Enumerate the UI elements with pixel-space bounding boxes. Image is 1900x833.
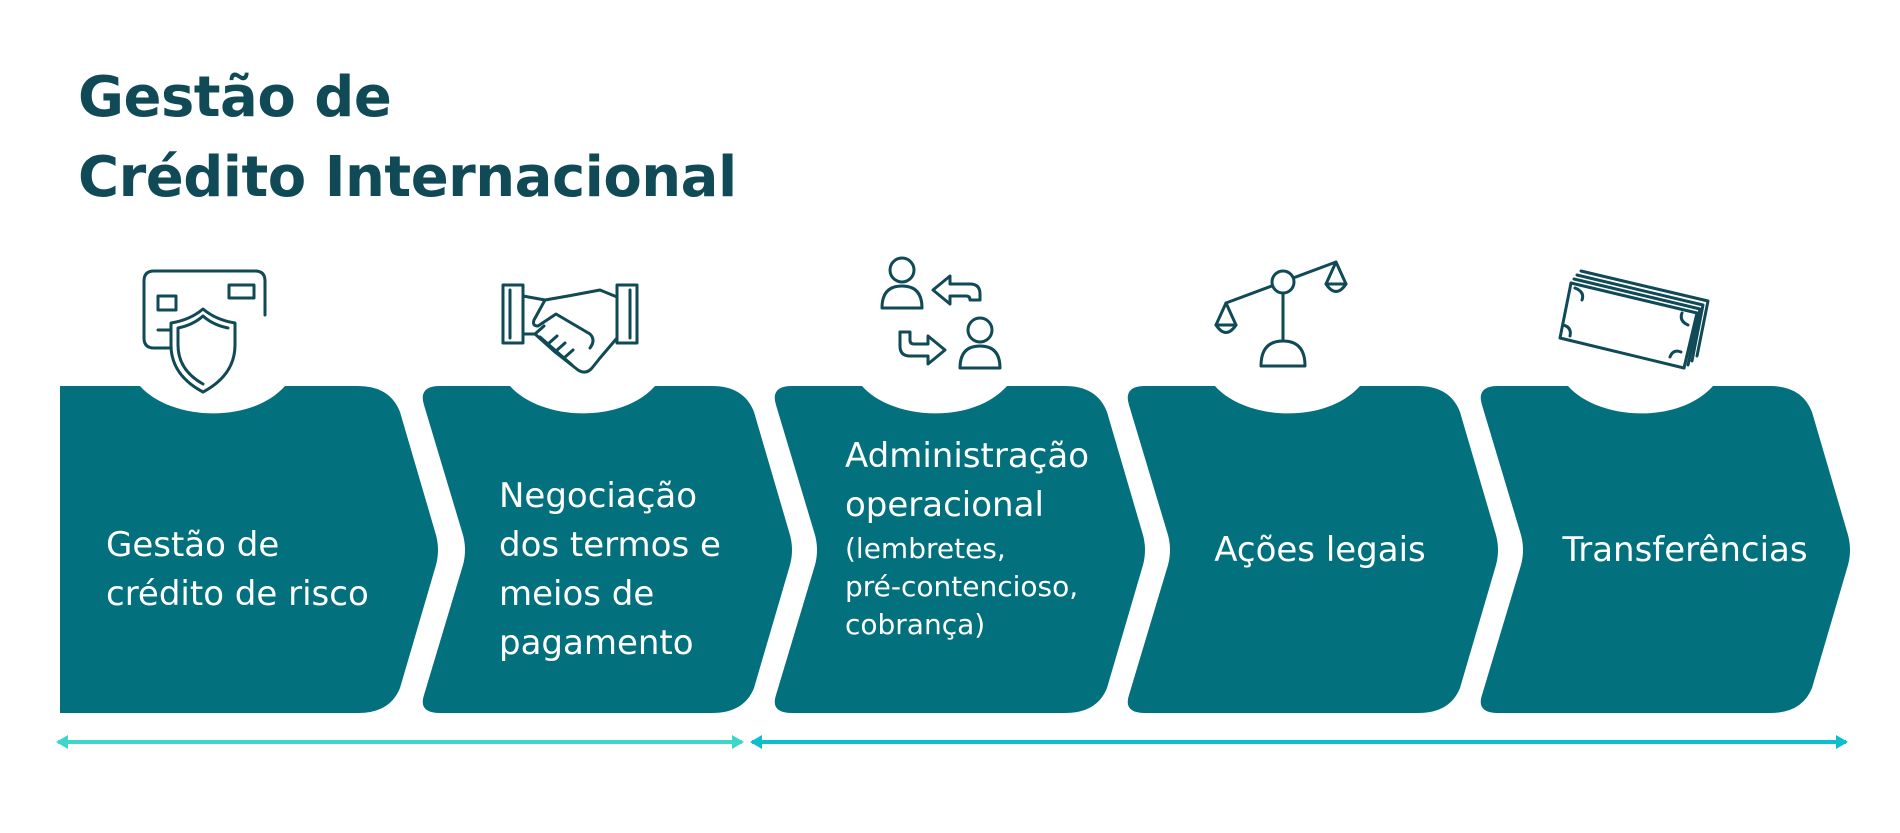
- step-1-box: [60, 386, 438, 713]
- step-3-line-2: operacional: [845, 485, 1044, 525]
- step-4-box: [1127, 386, 1498, 713]
- step-3-sub-line-1: (lembretes,: [845, 532, 1006, 565]
- step-1-line-1: Gestão de: [106, 525, 280, 565]
- step-2-label: Negociação dos termos e meios de pagamen…: [499, 435, 799, 705]
- step-3-label: Administração operacional (lembretes, pr…: [845, 418, 1145, 658]
- money-stack-icon: [1558, 269, 1710, 370]
- step-2-line-2: dos termos e: [499, 525, 721, 565]
- step-5-box: [1480, 386, 1850, 713]
- step-5-line-1: Transferências: [1562, 529, 1808, 570]
- page-title: Gestão de Crédito Internacional: [78, 58, 737, 218]
- step-2-line-1: Negociação: [499, 476, 698, 516]
- scales-icon: [1214, 260, 1348, 368]
- step-3-line-1: Administração: [845, 436, 1089, 476]
- step-2-box: [422, 386, 792, 713]
- step-3-sub-line-3: cobrança): [845, 608, 986, 641]
- card-shield-icon: [142, 269, 267, 394]
- step-1-line-2: crédito de risco: [106, 574, 369, 614]
- step-5-label: Transferências: [1480, 450, 1890, 650]
- step-4-label: Ações legais: [1130, 450, 1510, 650]
- title-line-1: Gestão de: [78, 65, 392, 130]
- step-2-line-3: meios de: [499, 574, 655, 614]
- handshake-icon: [501, 283, 639, 374]
- step-4-line-1: Ações legais: [1214, 529, 1426, 570]
- step-3-sub-line-2: pré-contencioso,: [845, 570, 1079, 603]
- step-1-label: Gestão de crédito de risco: [106, 470, 406, 670]
- title-line-2: Crédito Internacional: [78, 145, 737, 210]
- step-3-box: [774, 386, 1145, 713]
- people-exchange-icon: [880, 256, 1002, 370]
- step-2-line-4: pagamento: [499, 623, 694, 663]
